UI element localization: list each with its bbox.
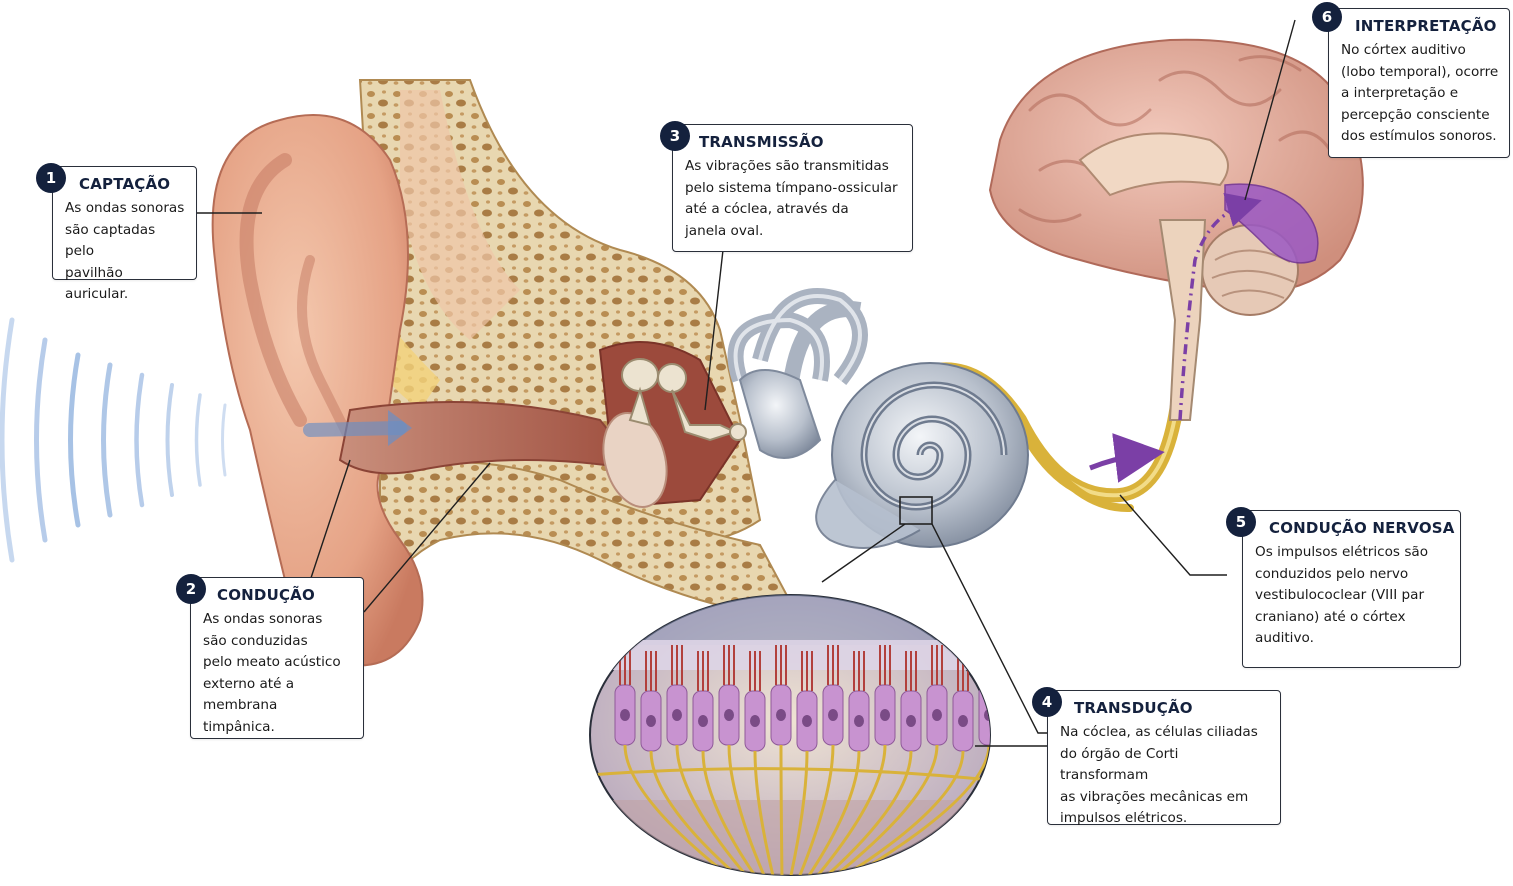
nerve-fiber — [812, 744, 887, 875]
cochlea — [815, 362, 1029, 549]
step-badge: 4 — [1032, 687, 1062, 717]
nerve-fiber — [675, 744, 752, 875]
nerve-fiber — [829, 744, 939, 875]
hair-cell-nucleus — [906, 715, 916, 727]
callout-body: As ondas sonoras são conduzidas pelo mea… — [203, 611, 341, 735]
nerve-fiber — [779, 744, 784, 875]
ear-canal — [303, 401, 643, 475]
hair-cell-nucleus — [750, 715, 760, 727]
step-badge: 1 — [36, 163, 66, 193]
step-badge: 6 — [1312, 2, 1342, 32]
callout-transducao: TRANSDUÇÃO Na cóclea, as células ciliada… — [1047, 690, 1281, 826]
callout-title: CONDUÇÃO — [217, 586, 315, 604]
eardrum — [602, 411, 668, 509]
leader-lines — [197, 19, 1296, 747]
nerve-fiber — [623, 744, 735, 875]
ossicles — [621, 358, 747, 442]
nerve-fibers — [623, 744, 990, 875]
callout-body: As ondas sonoras são captadas pelo pavil… — [65, 200, 185, 302]
outer-ear — [211, 114, 424, 667]
hair-cells — [614, 645, 990, 752]
step-badge: 2 — [176, 574, 206, 604]
step-badge: 5 — [1226, 507, 1256, 537]
callout-title: INTERPRETAÇÃO — [1355, 17, 1497, 35]
hair-cell-nucleus — [828, 709, 838, 721]
callout-title: TRANSDUÇÃO — [1074, 699, 1193, 717]
callout-body: Os impulsos elétricos são conduzidos pel… — [1255, 544, 1429, 646]
nerve-fiber — [649, 750, 743, 875]
nerve-fiber — [796, 744, 835, 875]
callout-interpretacao: INTERPRETAÇÃO No córtex auditivo (lobo t… — [1328, 8, 1510, 158]
hair-cell-nucleus — [932, 709, 942, 721]
callout-conducao-nervosa: CONDUÇÃO NERVOSA Os impulsos elétricos s… — [1242, 510, 1461, 668]
brain — [988, 38, 1364, 483]
hair-cell-nucleus — [672, 709, 682, 721]
callout-conducao: CONDUÇÃO As ondas sonoras são conduzidas… — [190, 577, 364, 739]
nerve-fiber — [753, 750, 776, 875]
hair-cell-nucleus — [646, 715, 656, 727]
callout-transmissao: TRANSMISSÃO As vibrações são transmitida… — [672, 124, 913, 252]
cochlea-detail-frame — [899, 496, 933, 525]
hair-cell-nucleus — [854, 715, 864, 727]
hair-cell-nucleus — [620, 709, 630, 721]
nerve-fiber — [845, 744, 990, 875]
organ-of-corti-magnified — [589, 594, 991, 876]
sound-waves — [0, 317, 227, 563]
callout-body: As vibrações são transmitidas pelo siste… — [685, 158, 898, 239]
callout-body: No córtex auditivo (lobo temporal), ocor… — [1341, 42, 1499, 144]
nerve-fiber — [701, 750, 760, 875]
nerve-fiber — [788, 750, 809, 875]
nerve-fiber — [821, 750, 913, 875]
nerve-fiber — [837, 750, 965, 875]
middle-ear — [598, 341, 747, 509]
callout-title: CONDUÇÃO NERVOSA — [1269, 519, 1455, 537]
hair-cell-nucleus — [802, 715, 812, 727]
callout-body: Na cóclea, as células ciliadas do órgão … — [1060, 724, 1258, 826]
hair-cell-nucleus — [776, 709, 786, 721]
nerve-fiber — [804, 750, 861, 875]
hair-cell-nucleus — [698, 715, 708, 727]
callout-title: CAPTAÇÃO — [79, 175, 171, 193]
hair-cell-nucleus — [958, 715, 968, 727]
callout-captacao: CAPTAÇÃO As ondas sonoras são captadas p… — [52, 166, 197, 302]
nerve-fiber — [727, 744, 768, 875]
hair-cell-nucleus — [724, 709, 734, 721]
hair-cell-nucleus — [880, 709, 890, 721]
step-badge: 3 — [660, 121, 690, 151]
callout-title: TRANSMISSÃO — [699, 133, 824, 151]
